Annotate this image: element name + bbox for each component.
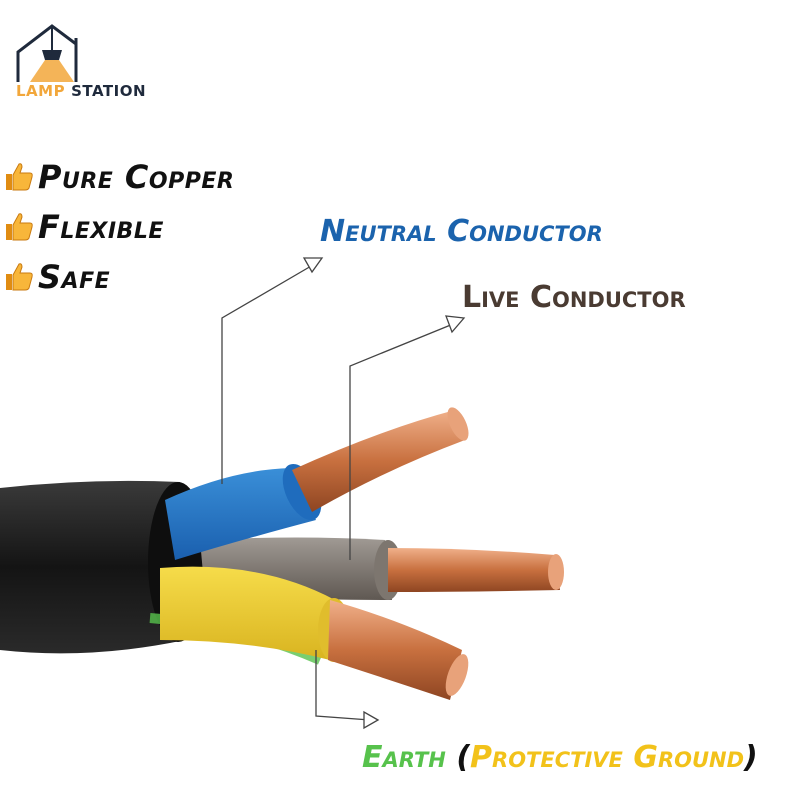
live-conductor-label: Live Conductor bbox=[462, 280, 686, 315]
protective-ground-text: Protective Ground bbox=[470, 740, 745, 775]
neutral-copper-strands bbox=[292, 410, 465, 512]
brand-wordmark: LAMP STATION bbox=[16, 82, 146, 100]
live-copper-strands bbox=[388, 548, 560, 592]
earth-text: Earth bbox=[362, 740, 446, 775]
feature-label: Flexible bbox=[38, 208, 164, 246]
earth-label: Earth (Protective Ground) bbox=[362, 740, 758, 775]
earth-close-paren: ) bbox=[744, 740, 758, 775]
brand-logo: LAMP STATION bbox=[12, 20, 162, 104]
cable-jacket bbox=[0, 480, 194, 654]
feature-item-flexible: Flexible bbox=[2, 202, 234, 252]
brand-station: STATION bbox=[71, 82, 147, 100]
leader-lines bbox=[221, 261, 459, 721]
neutral-insulation bbox=[165, 468, 316, 560]
thumbs-up-icon bbox=[6, 263, 33, 291]
feature-item-safe: Safe bbox=[2, 252, 234, 302]
ground-copper-strands bbox=[328, 600, 462, 700]
feature-label: Safe bbox=[38, 258, 111, 296]
thumbs-up-icon bbox=[6, 213, 33, 241]
ground-insulation bbox=[160, 566, 335, 660]
lamp-house-icon bbox=[16, 24, 78, 82]
feature-label: Pure Copper bbox=[38, 158, 235, 196]
leader-arrows bbox=[302, 257, 466, 730]
neutral-conductor-label: Neutral Conductor bbox=[320, 214, 603, 249]
feature-item-pure-copper: Pure Copper bbox=[2, 152, 234, 202]
brand-lamp: LAMP bbox=[16, 82, 66, 100]
feature-list: Pure Copper Flexible Safe bbox=[2, 152, 234, 302]
thumbs-up-icon bbox=[6, 163, 33, 191]
earth-open-paren: ( bbox=[456, 740, 471, 775]
neutral-leader bbox=[221, 261, 319, 484]
live-leader bbox=[349, 321, 459, 560]
earth-leader bbox=[315, 650, 371, 721]
